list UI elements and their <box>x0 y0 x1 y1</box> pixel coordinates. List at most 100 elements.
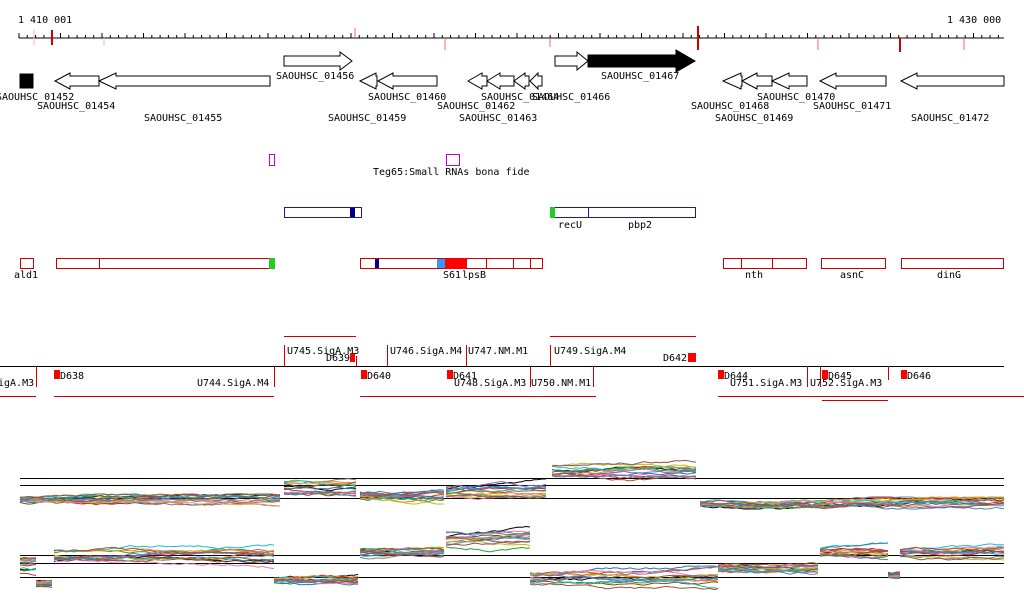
operon-label: pbp2 <box>628 220 652 231</box>
expression-line <box>445 480 547 488</box>
srna-label: Teg65:Small RNAs bona fide <box>373 167 530 178</box>
gene-feature[interactable] <box>376 72 438 90</box>
gene-feature[interactable] <box>19 73 34 89</box>
expression-line <box>359 550 445 558</box>
expression-line <box>529 583 719 591</box>
gene-labels: SAOUHSC_01452 SAOUHSC_01454 SAOUHSC_0145… <box>0 71 989 124</box>
gene-feature[interactable] <box>529 71 543 91</box>
tu-label: D639 <box>326 353 350 364</box>
tu-label: U748.SigA.M3 <box>454 378 526 389</box>
gene-feature-highlighted[interactable] <box>587 49 696 73</box>
tu-label: D640 <box>367 371 391 382</box>
protein-marker-green <box>269 258 275 269</box>
protein-marker-blue <box>437 259 445 268</box>
gene-feature[interactable] <box>97 72 271 90</box>
protein-label: lpsB <box>462 270 486 281</box>
expression-line <box>445 540 531 547</box>
expression-line <box>19 567 37 571</box>
ruler-variant-marks <box>33 26 965 52</box>
expression-line <box>359 491 445 497</box>
gene-feature[interactable] <box>721 72 743 90</box>
tu-markers <box>54 353 907 379</box>
gene-label: SAOUHSC_01472 <box>911 113 989 124</box>
expression-line <box>19 561 37 565</box>
expression-line <box>529 578 719 589</box>
gene-feature[interactable] <box>283 51 353 71</box>
gene-label: SAOUHSC_01466 <box>532 92 610 103</box>
expression-line <box>359 489 445 496</box>
operon-label: recU <box>558 220 582 231</box>
gene-feature[interactable] <box>358 72 378 90</box>
expression-line <box>529 566 719 577</box>
expression-line <box>717 566 819 570</box>
protein-feature[interactable] <box>901 258 1004 269</box>
expression-line <box>529 565 719 576</box>
operon-feature[interactable] <box>550 207 696 218</box>
gene-label: SAOUHSC_01455 <box>144 113 222 124</box>
protein-feature[interactable] <box>723 258 807 269</box>
expression-profiles <box>19 459 1005 510</box>
srna-feature[interactable] <box>269 154 275 166</box>
expression-line <box>359 490 445 500</box>
tu-label: D644 <box>724 371 748 382</box>
srna-feature[interactable] <box>446 154 460 166</box>
tu-marker <box>350 353 355 362</box>
expression-line <box>699 503 1005 510</box>
gene-feature[interactable] <box>554 50 589 72</box>
tu-label: D641 <box>453 371 477 382</box>
expression-line <box>899 546 1005 554</box>
gene-label: SAOUHSC_01459 <box>328 113 406 124</box>
gene-feature[interactable] <box>486 72 515 90</box>
gene-feature[interactable] <box>466 72 488 90</box>
gene-feature[interactable] <box>770 72 808 90</box>
expression-line <box>699 496 1004 506</box>
expression-line <box>551 474 697 479</box>
expression-line <box>887 576 901 580</box>
expression-line <box>283 481 357 488</box>
expression-line <box>899 554 1005 561</box>
tu-label: D645 <box>828 371 852 382</box>
gene-label: SAOUHSC_01464 <box>481 92 559 103</box>
tu-arrow <box>36 345 889 387</box>
expression-line <box>359 496 445 501</box>
tu-label: U744.SigA.M4 <box>197 378 269 389</box>
transcription-unit-track <box>0 336 1024 401</box>
expression-line <box>717 568 819 575</box>
expression-line <box>273 581 359 586</box>
gene-feature[interactable] <box>53 72 100 90</box>
gene-label: SAOUHSC_01454 <box>37 101 115 112</box>
expression-line <box>445 494 547 499</box>
expression-line <box>284 486 357 490</box>
ruler-start-label: 1 410 001 <box>18 15 72 26</box>
expression-line <box>445 546 531 553</box>
gene-feature[interactable] <box>818 72 887 90</box>
protein-feature[interactable] <box>20 258 34 269</box>
operon-marker-green <box>550 207 555 218</box>
tu-marker <box>54 370 60 379</box>
protein-labels: ald1 S61 lpsB nth asnC dinG <box>14 270 961 281</box>
gene-feature[interactable] <box>513 72 530 90</box>
expression-line <box>717 562 819 566</box>
protein-feature[interactable] <box>821 258 886 269</box>
expression-line <box>445 540 531 546</box>
expression-track-reverse <box>19 525 1005 591</box>
protein-label: asnC <box>840 270 864 281</box>
gene-label: SAOUHSC_01460 <box>368 92 446 103</box>
protein-label: dinG <box>937 270 961 281</box>
expression-line <box>283 480 356 486</box>
operon-feature[interactable] <box>284 207 362 218</box>
gene-track <box>19 49 1005 91</box>
gene-label: SAOUHSC_01468 <box>691 101 769 112</box>
gene-feature[interactable] <box>740 72 773 90</box>
tu-label: U751.SigA.M3 <box>730 378 802 389</box>
expression-line <box>283 488 357 495</box>
operon-track: recU pbp2 <box>284 207 696 231</box>
tu-label: U752.SigA.M3 <box>810 378 882 389</box>
expression-line <box>35 583 53 587</box>
expression-line <box>445 486 547 494</box>
gene-feature[interactable] <box>899 72 1005 90</box>
protein-feature[interactable] <box>56 258 275 269</box>
expression-line <box>445 478 546 490</box>
expression-line <box>359 498 444 505</box>
